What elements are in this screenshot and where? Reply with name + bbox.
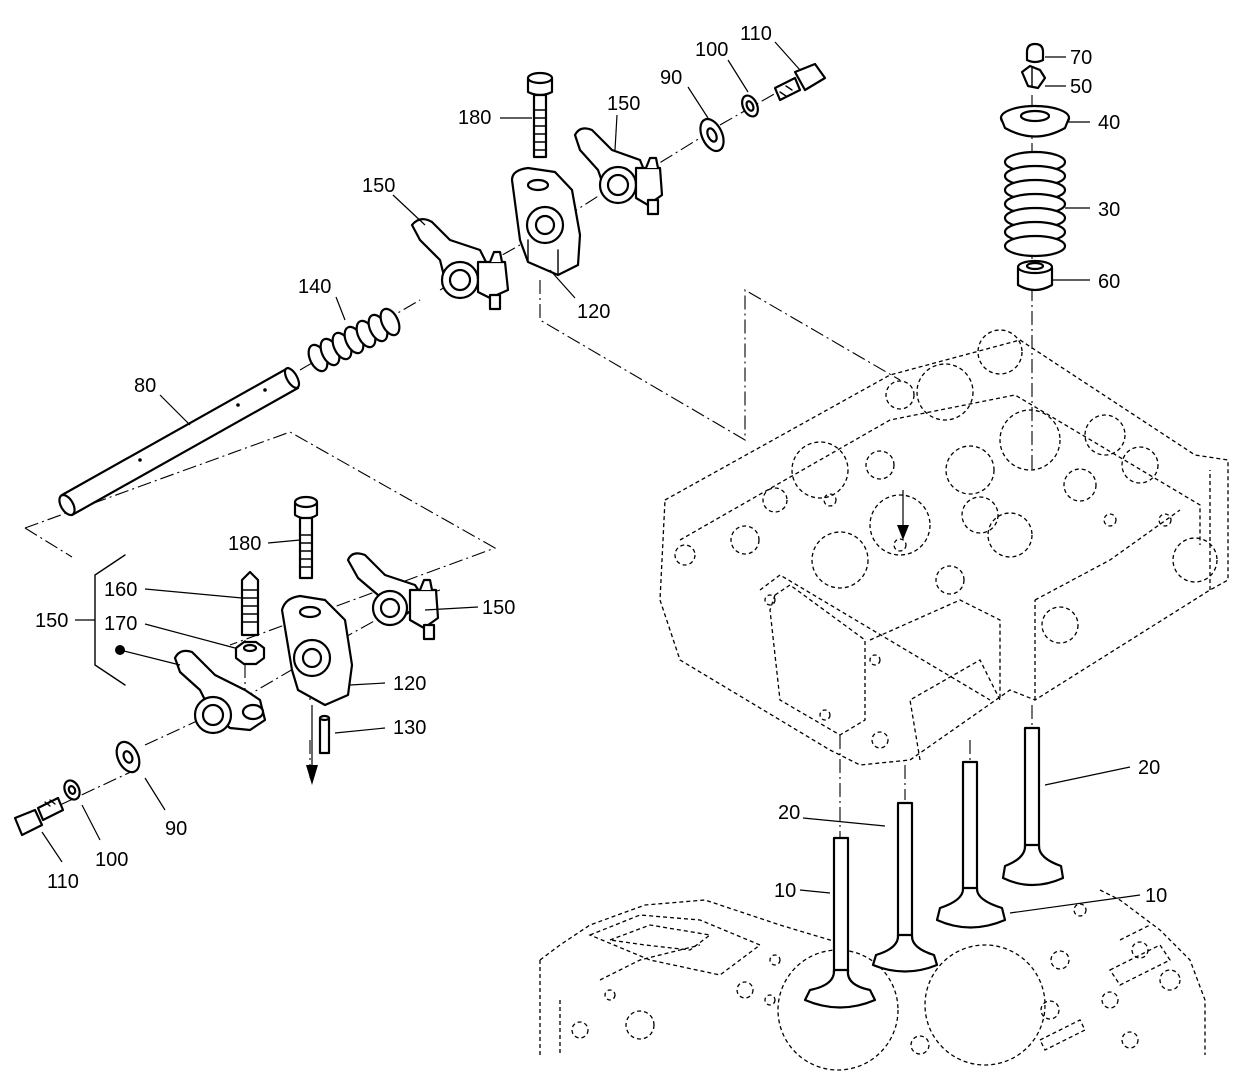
callout-labels: 110 100 90 180 150 150 120 140 80 70 50 …: [35, 23, 1167, 907]
callout-170: 170: [104, 613, 137, 635]
callout-120-bottom: 120: [393, 673, 426, 695]
callout-80: 80: [134, 375, 156, 397]
arrow-down: [306, 705, 318, 785]
callout-50: 50: [1070, 76, 1092, 98]
bolt-110-upper: [773, 62, 827, 102]
callout-40: 40: [1098, 112, 1120, 134]
valve-stem-seal-60: [1016, 259, 1054, 292]
valve-spring-30: [1003, 150, 1067, 258]
rocker-arm-150-lower-left: [173, 649, 267, 735]
spring-retainer-40: [999, 104, 1071, 138]
callout-100-bottom: 100: [95, 849, 128, 871]
bolt-180-upper: [526, 71, 554, 159]
valve-10-back-right: [1001, 726, 1065, 887]
callout-120-top: 120: [577, 301, 610, 323]
callout-140: 140: [298, 276, 331, 298]
rocker-arm-150-upper-left: [410, 218, 510, 311]
callout-90-bottom: 90: [165, 818, 187, 840]
callout-160: 160: [104, 579, 137, 601]
callout-20-right: 20: [1138, 757, 1160, 779]
valve-cap-70: [1025, 42, 1045, 64]
callout-10-right: 10: [1145, 885, 1167, 907]
callout-110-top: 110: [740, 23, 772, 45]
rocker-bracket-120-upper: [510, 166, 582, 277]
bolt-180-lower: [293, 495, 319, 580]
lock-nut-170: [234, 640, 266, 666]
adjusting-screw-160: [240, 570, 260, 637]
rocker-arm-150-lower-right: [346, 552, 440, 641]
callout-150-top-right: 150: [607, 93, 640, 115]
cylinder-head: [659, 329, 1229, 766]
callout-180-top: 180: [458, 107, 491, 129]
callout-110-bottom: 110: [47, 871, 79, 893]
valve-10-front-mid: [871, 801, 939, 973]
callout-150-group: 150: [35, 610, 68, 632]
pin-130: [318, 714, 331, 755]
rocker-bracket-120-lower: [280, 594, 354, 707]
callout-180-bottom: 180: [228, 533, 261, 555]
callout-leaders: [41, 41, 1141, 914]
valve-10-back-mid: [935, 760, 1007, 929]
rocker-shaft-80: [58, 366, 301, 517]
callout-90-top: 90: [660, 67, 682, 89]
callout-20-left: 20: [778, 802, 800, 824]
washer-90-lower: [115, 740, 141, 774]
rocker-arm-150-upper-right: [573, 127, 664, 216]
rocker-spring-140: [307, 307, 401, 373]
collet-50: [1020, 64, 1047, 90]
washer-90-upper: [699, 117, 725, 153]
callout-150-bottom-right: 150: [482, 597, 515, 619]
callout-10-left: 10: [774, 880, 796, 902]
bolt-110-lower: [13, 796, 65, 837]
callout-70: 70: [1070, 47, 1092, 69]
callout-130: 130: [393, 717, 426, 739]
valve-10-front-left: [803, 836, 877, 1009]
callout-100-top: 100: [695, 39, 728, 61]
callout-150-top-left: 150: [362, 175, 395, 197]
callout-30: 30: [1098, 199, 1120, 221]
engine-block: [539, 889, 1206, 1071]
washer-100-lower: [63, 779, 81, 801]
callout-60: 60: [1098, 271, 1120, 293]
washer-100-upper: [741, 94, 759, 118]
